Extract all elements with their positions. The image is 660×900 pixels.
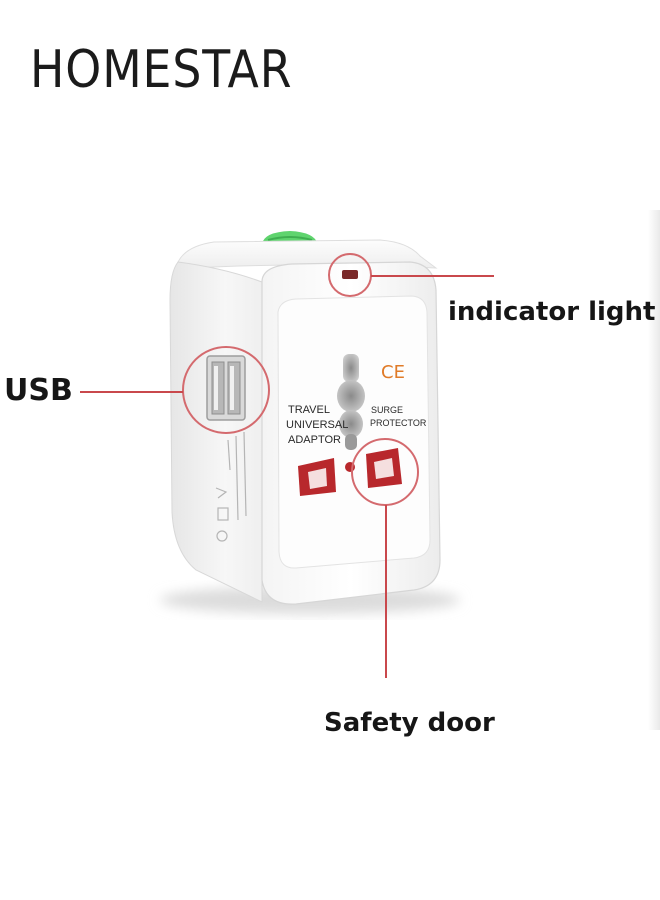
left-socket-red [298,458,336,496]
front-text-travel: TRAVEL [288,404,330,416]
right-socket-red [366,448,402,488]
usb-callout-circle [182,346,270,434]
indicator-led-icon [342,270,358,279]
center-shutter-slot [337,354,365,450]
ce-mark: CE [381,362,405,383]
device-top-face [177,239,438,269]
front-text-protector: PROTECTOR [370,418,427,428]
safety-door-label: Safety door [324,708,495,738]
brand-name: HOMESTAR [30,40,293,100]
indicator-light-label: indicator light [448,297,656,327]
background-edge-strip [648,210,660,730]
front-text-surge: SURGE [371,405,403,415]
usb-port-icon [206,355,246,421]
front-text-universal: UNIVERSAL [286,419,348,431]
usb-label: USB [4,373,73,408]
side-print-marks [215,431,247,542]
front-text-adaptor: ADAPTOR [288,434,341,446]
